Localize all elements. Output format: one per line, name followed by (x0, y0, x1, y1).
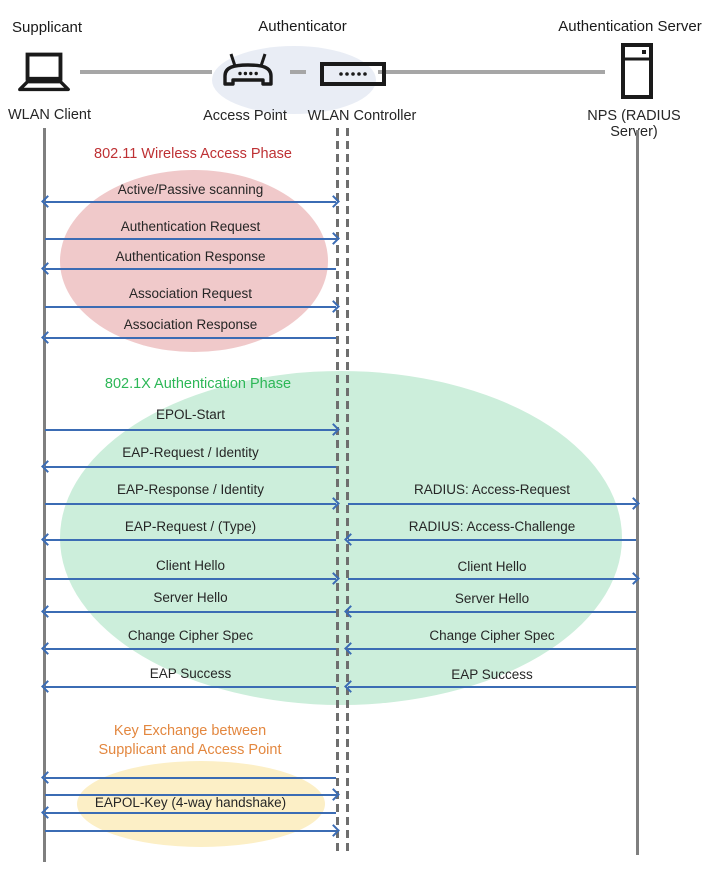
message-label: Association Request (128, 286, 253, 301)
message-label: EAPOL-Key (4-way handshake) (94, 795, 287, 810)
connector-ap-wlc (290, 70, 306, 74)
message-arrow (41, 605, 336, 618)
message-arrow (348, 572, 640, 585)
message-label: Change Cipher Spec (127, 628, 254, 643)
connector-client-ap (80, 70, 212, 74)
message-arrow (41, 533, 336, 546)
message-label: Client Hello (457, 559, 527, 574)
connector-wlc-server (378, 70, 605, 74)
message-arrow (41, 460, 336, 473)
message-arrow (41, 806, 336, 819)
message-label: Server Hello (153, 590, 228, 605)
message-arrow (41, 642, 336, 655)
phase2-title: 802.1X Authentication Phase (104, 376, 292, 392)
lifeline-nps-server (636, 130, 639, 855)
role-authenticator: Authenticator (258, 18, 347, 35)
message-arrow (348, 497, 640, 510)
message-label: RADIUS: Access-Request (413, 482, 571, 497)
phase1-title: 802.11 Wireless Access Phase (94, 146, 292, 162)
message-label: Change Cipher Spec (429, 628, 555, 643)
role-supplicant: Supplicant (12, 19, 83, 36)
message-arrow (45, 788, 340, 801)
message-arrow (344, 642, 636, 655)
message-label: EAP-Request / (Type) (124, 519, 257, 534)
lifeline-wlan-client (43, 128, 46, 862)
phase3-title-line2: Supplicant and Access Point (98, 742, 282, 758)
phase1-ellipse (60, 170, 328, 352)
message-arrow (41, 680, 336, 693)
node-label-nps-radius-server: NPS (RADIUS Server) (587, 108, 681, 140)
lifeline-wlan-controller (346, 128, 349, 852)
phase3-title: Key Exchange between Supplicant and Acce… (42, 722, 338, 760)
message-arrow (45, 497, 340, 510)
message-label: EAP Success (451, 667, 533, 682)
message-label: Server Hello (454, 591, 530, 606)
message-label: EPOL-Start (155, 407, 226, 422)
message-arrow (45, 824, 340, 837)
wlan-controller-icon (320, 62, 386, 86)
phase3-ellipse (77, 761, 325, 847)
message-arrow (344, 680, 636, 693)
node-label-wlan-controller: WLAN Controller (307, 108, 417, 124)
message-arrow (41, 331, 336, 344)
message-arrow (41, 262, 336, 275)
access-point-icon (220, 53, 276, 89)
message-arrow (45, 572, 340, 585)
node-label-wlan-client: WLAN Client (8, 107, 91, 123)
role-authentication-server: Authentication Server (558, 18, 702, 35)
message-label: Authentication Request (120, 219, 261, 234)
lifeline-access-point (336, 128, 339, 852)
server-icon (620, 42, 654, 100)
message-arrow (344, 605, 636, 618)
message-arrow (45, 300, 340, 313)
phase3-title-line1: Key Exchange between (113, 723, 267, 739)
message-arrow (344, 533, 636, 546)
message-arrow (41, 195, 340, 208)
message-arrow (41, 771, 336, 784)
message-label: EAP Success (149, 666, 232, 681)
message-label: RADIUS: Access-Challenge (408, 519, 576, 534)
node-label-access-point: Access Point (203, 108, 287, 124)
message-label: EAP-Response / Identity (116, 482, 265, 497)
message-arrow (45, 423, 340, 436)
message-label: Active/Passive scanning (117, 182, 264, 197)
laptop-icon (13, 51, 75, 93)
message-label: Authentication Response (115, 249, 266, 264)
message-label: Client Hello (155, 558, 226, 573)
message-arrow (45, 232, 340, 245)
message-label: Association Response (123, 317, 258, 332)
message-label: EAP-Request / Identity (122, 445, 259, 460)
